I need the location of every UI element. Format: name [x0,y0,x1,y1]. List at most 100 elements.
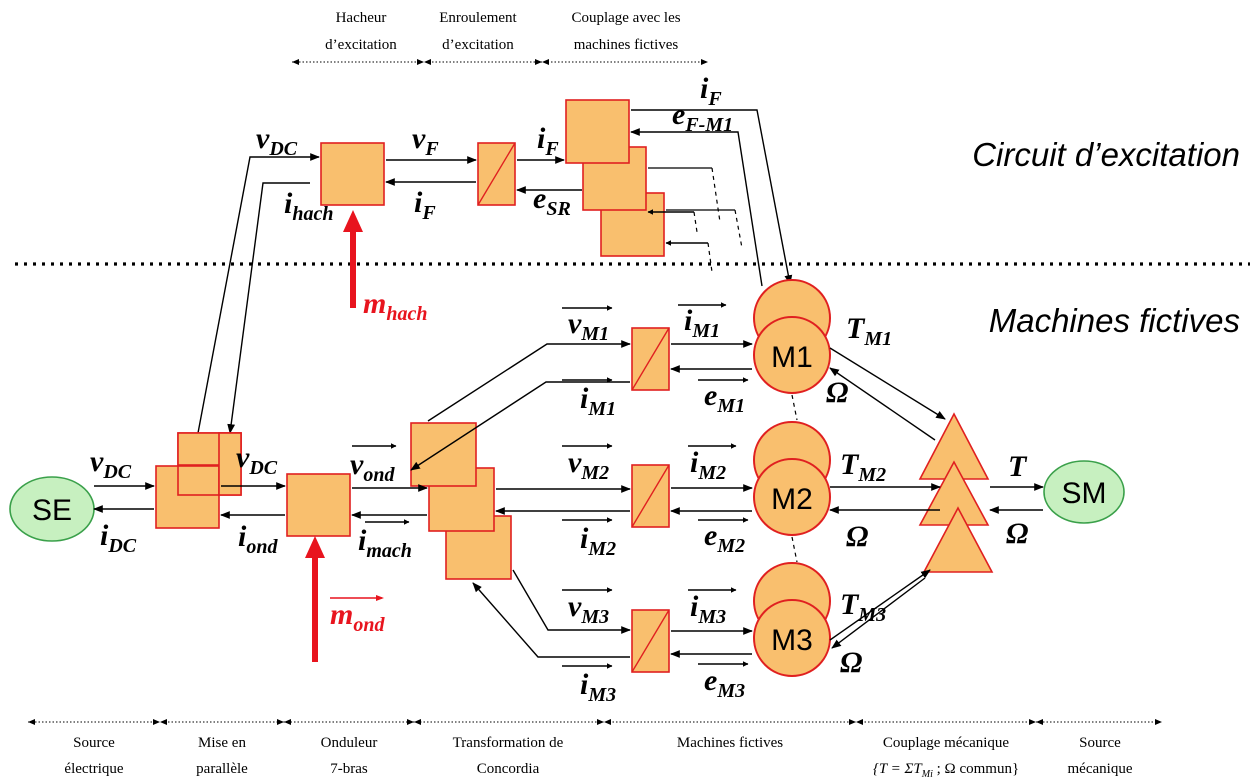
svg-text:eM3: eM3 [704,664,745,702]
svg-text:Mise en: Mise en [198,735,246,751]
svg-text:électrique: électrique [64,761,123,777]
footer-machines: Machines fictives [677,735,783,751]
svg-text:Ω: Ω [826,376,848,409]
label-idc-se: iDC [100,519,137,557]
svg-text:vF: vF [412,122,439,160]
label-vdc-se: vDC [90,445,132,483]
label-im1-left: iM1 [562,377,616,420]
m1-label: M1 [771,341,813,374]
svg-text:iDC: iDC [100,519,137,557]
footer-couplage: Couplage mécanique {T = ΣTMi ; Ω commun} [873,735,1019,780]
svg-text:Machines fictives: Machines fictives [677,735,783,751]
control-arrow-mhach: mhach [343,210,427,325]
label-omega-total: Ω [1006,517,1028,550]
svg-text:iF: iF [414,186,436,224]
label-em2: eM2 [698,517,749,557]
enroulement-block [477,142,516,206]
svg-text:eSR: eSR [533,182,571,220]
label-if-back: iF [414,186,436,224]
control-arrow-mond: mond [305,536,385,662]
svg-text:eM1: eM1 [704,379,745,417]
svg-text:iF: iF [537,122,559,160]
mise-en-parallele-blocks [155,432,242,529]
machine-m2: M2 [753,421,831,536]
footer-mise-en-parallele: Mise en parallèle [196,735,248,777]
label-vm3: vM3 [562,587,613,628]
svg-text:iM1: iM1 [580,382,616,420]
svg-text:ihach: ihach [284,187,333,225]
svg-text:iM3: iM3 [580,668,616,706]
svg-text:Concordia: Concordia [477,761,540,777]
svg-text:vond: vond [350,448,395,486]
header-couplage-line1: Couplage avec les [571,10,680,26]
label-ihach: ihach [284,187,333,225]
svg-text:parallèle: parallèle [196,761,248,777]
concordia-blocks [410,422,512,580]
svg-text:eM2: eM2 [704,519,745,557]
header-hacheur-line2: d’excitation [325,37,397,53]
couplage-mecanique-triangles [918,412,994,573]
label-tm1: TM1 [846,312,892,350]
svg-text:7-bras: 7-bras [330,761,368,777]
hacheur-block [320,142,385,206]
source-electrique-node: SE [9,476,95,542]
label-efm1: eF-M1 [672,98,733,136]
header-enroulement-line2: d’excitation [442,37,514,53]
converter-m1 [631,327,670,391]
svg-text:iM2: iM2 [580,522,616,560]
svg-text:vDC: vDC [236,441,278,479]
header-enroulement: Enroulement d’excitation [439,10,517,53]
m3-label: M3 [771,624,813,657]
label-esr: eSR [533,182,571,220]
label-vm1: vM1 [562,305,613,345]
footer-dimension-line [28,719,1162,725]
power-wires [93,340,1044,658]
svg-text:Source: Source [73,735,115,751]
svg-text:iM2: iM2 [690,446,726,484]
label-im2-left: iM2 [562,517,616,560]
svg-text:vM2: vM2 [568,446,609,484]
sm-label: SM [1062,477,1107,510]
source-mecanique-node: SM [1043,460,1125,524]
svg-text:iM1: iM1 [684,304,720,342]
svg-text:Ω: Ω [846,520,868,553]
header-enroulement-line1: Enroulement [439,10,517,26]
footer-transformation: Transformation de Concordia [453,735,564,777]
label-em1: eM1 [698,377,749,417]
label-tm2: TM2 [840,448,886,486]
svg-text:mhach: mhach [363,287,427,325]
machine-m3: M3 [753,562,831,677]
svg-text:iM3: iM3 [690,590,726,628]
svg-text:Source: Source [1079,735,1121,751]
onduleur-block [286,473,351,537]
label-im2-right: iM2 [688,443,737,484]
svg-text:iond: iond [238,520,278,558]
label-vm2: vM2 [562,443,613,484]
se-label: SE [32,494,72,527]
label-imach: imach [358,519,412,562]
region-machines-title: Machines fictives [989,302,1240,339]
svg-text:T: T [1008,450,1028,483]
footer-onduleur: Onduleur 7-bras [321,735,378,777]
label-vf: vF [412,122,439,160]
machine-m1: M1 [753,279,831,394]
converter-m3 [631,609,670,673]
svg-text:{T = ΣTMi ; Ω commun}: {T = ΣTMi ; Ω commun} [873,761,1019,780]
header-dimension-line [292,59,708,65]
header-couplage: Couplage avec les machines fictives [571,10,680,53]
label-im3-left: iM3 [562,663,616,706]
svg-text:TM2: TM2 [840,448,886,486]
header-couplage-line2: machines fictives [574,37,679,53]
label-vond: vond [350,443,397,486]
svg-text:vDC: vDC [90,445,132,483]
label-vdc-par: vDC [236,441,278,479]
label-im1-right: iM1 [678,302,727,342]
label-t-total: T [1008,450,1028,483]
svg-text:mond: mond [330,598,385,636]
svg-text:Onduleur: Onduleur [321,735,378,751]
label-vdc-top: vDC [256,122,298,160]
converter-m2 [631,464,670,528]
region-circuit-title: Circuit d’excitation [972,136,1240,173]
svg-text:Ω: Ω [1006,517,1028,550]
